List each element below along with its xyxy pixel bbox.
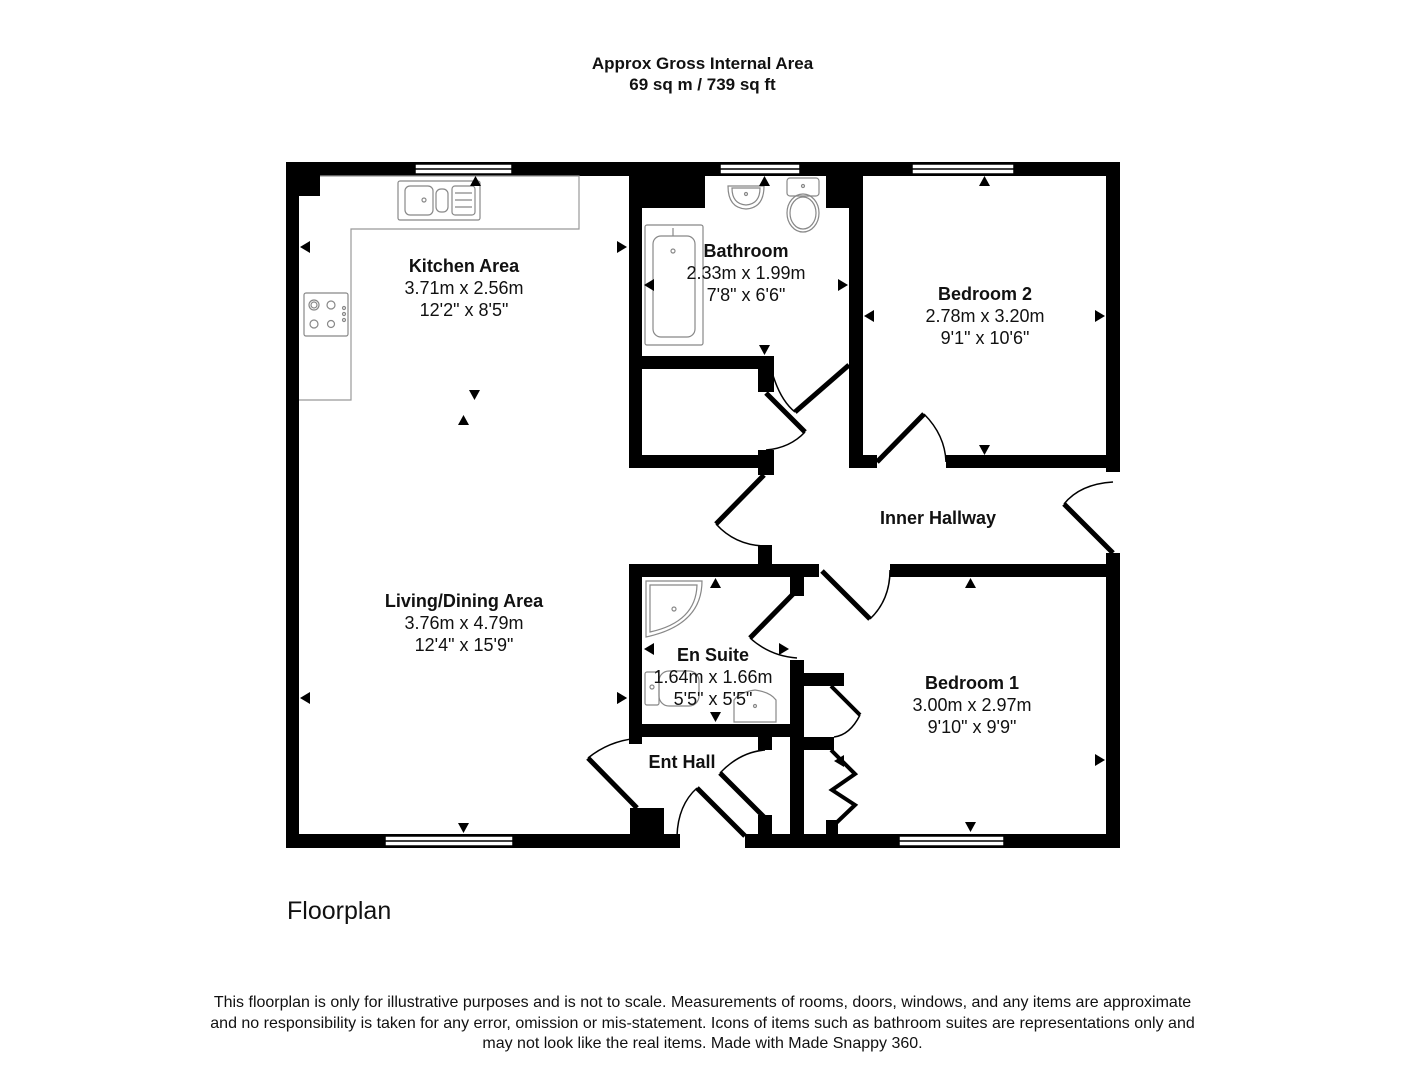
room-name: Living/Dining Area	[384, 591, 544, 611]
room-name: Bedroom 2	[937, 284, 1033, 304]
room-metric: 3.00m x 2.97m	[912, 695, 1032, 715]
room-name: Bedroom 1	[924, 673, 1020, 693]
measurement-arrows	[300, 176, 1105, 833]
room-metric: 2.78m x 3.20m	[925, 306, 1045, 326]
disclaimer-line-2: and no responsibility is taken for any e…	[210, 1014, 1195, 1032]
room-living-dining-area: Living/Dining Area 3.76m x 4.79m 12'4" x…	[385, 590, 543, 656]
windows	[384, 163, 1015, 847]
room-imperial: 9'10" x 9'9"	[927, 717, 1017, 737]
room-name: Inner Hallway	[879, 508, 997, 528]
header-area: 69 sq m / 739 sq ft	[629, 75, 776, 94]
disclaimer-line-1: This floorplan is only for illustrative …	[213, 994, 1192, 1011]
room-kitchen-area: Kitchen Area 3.71m x 2.56m 12'2" x 8'5"	[404, 255, 523, 321]
en-suite-toilet-icon	[644, 670, 700, 707]
doors	[586, 363, 1115, 838]
en-suite-basin-icon	[733, 689, 777, 723]
room-imperial: 5'5" x 5'5"	[673, 689, 753, 709]
room-inner-hallway: Inner Hallway	[880, 507, 996, 529]
hob-icon	[303, 292, 349, 337]
header-title: Approx Gross Internal Area	[591, 54, 814, 73]
room-name: Bathroom	[703, 241, 789, 261]
basin-icon	[727, 185, 765, 210]
corner-shower-icon	[645, 580, 703, 638]
room-name: Kitchen Area	[408, 256, 520, 276]
room-metric: 1.64m x 1.66m	[653, 667, 773, 687]
toilet-icon	[786, 177, 820, 233]
room-bedroom-2: Bedroom 2 2.78m x 3.20m 9'1" x 10'6"	[925, 283, 1044, 349]
floorplan-caption: Floorplan	[287, 897, 392, 925]
room-ent-hall: Ent Hall	[648, 751, 715, 773]
room-en-suite: En Suite 1.64m x 1.66m 5'5" x 5'5"	[653, 644, 772, 710]
room-name: Ent Hall	[648, 752, 716, 772]
sink-icon	[397, 180, 481, 221]
room-metric: 3.71m x 2.56m	[404, 278, 524, 298]
room-bathroom: Bathroom 2.33m x 1.99m 7'8" x 6'6"	[686, 240, 805, 306]
room-imperial: 12'4" x 15'9"	[414, 635, 514, 655]
room-metric: 2.33m x 1.99m	[686, 263, 806, 283]
room-metric: 3.76m x 4.79m	[404, 613, 524, 633]
disclaimer-line-3: may not look like the real items. Made w…	[482, 1035, 923, 1052]
disclaimer: This floorplan is only for illustrative …	[0, 993, 1405, 1055]
room-imperial: 9'1" x 10'6"	[940, 328, 1030, 348]
area-header: Approx Gross Internal Area 69 sq m / 739…	[0, 53, 1405, 95]
room-imperial: 7'8" x 6'6"	[706, 285, 786, 305]
room-name: En Suite	[676, 645, 749, 665]
room-imperial: 12'2" x 8'5"	[419, 300, 509, 320]
room-bedroom-1: Bedroom 1 3.00m x 2.97m 9'10" x 9'9"	[912, 672, 1031, 738]
